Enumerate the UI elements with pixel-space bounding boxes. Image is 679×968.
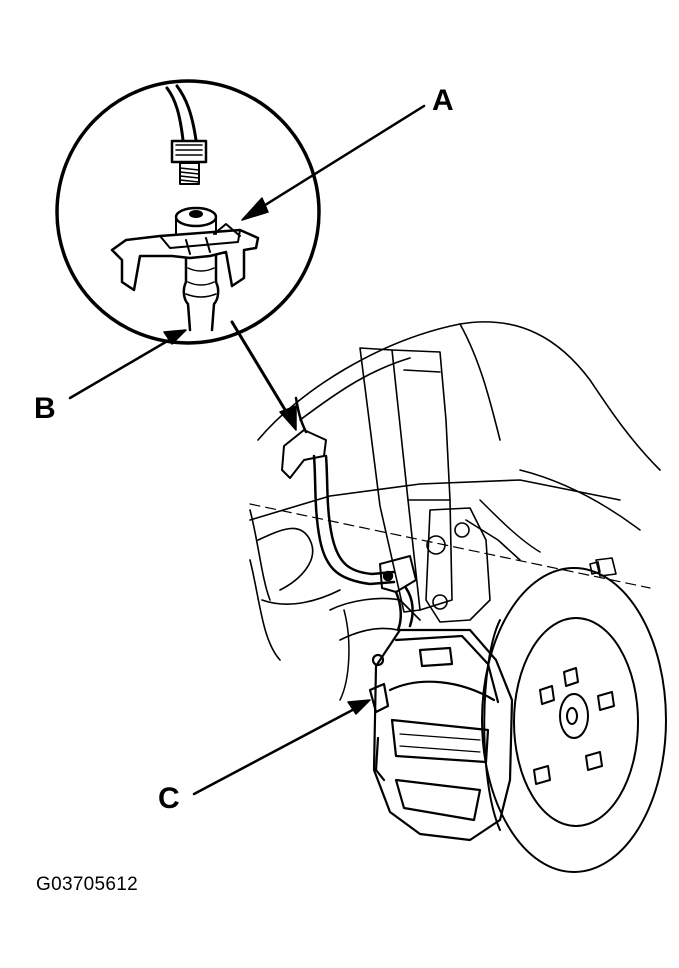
brake-caliper [368,628,514,842]
brake-disc [481,567,667,873]
brake-hose [281,396,417,632]
vehicle-body-outline [249,321,661,661]
wheel-arch-outline [339,469,641,701]
detail-magnifier [55,79,321,345]
callout-label-c: C [158,782,180,815]
leader-arrows [68,104,426,796]
figure-id: G03705612 [36,874,139,895]
callout-label-a: A [432,84,454,117]
callout-label-b: B [34,392,56,425]
